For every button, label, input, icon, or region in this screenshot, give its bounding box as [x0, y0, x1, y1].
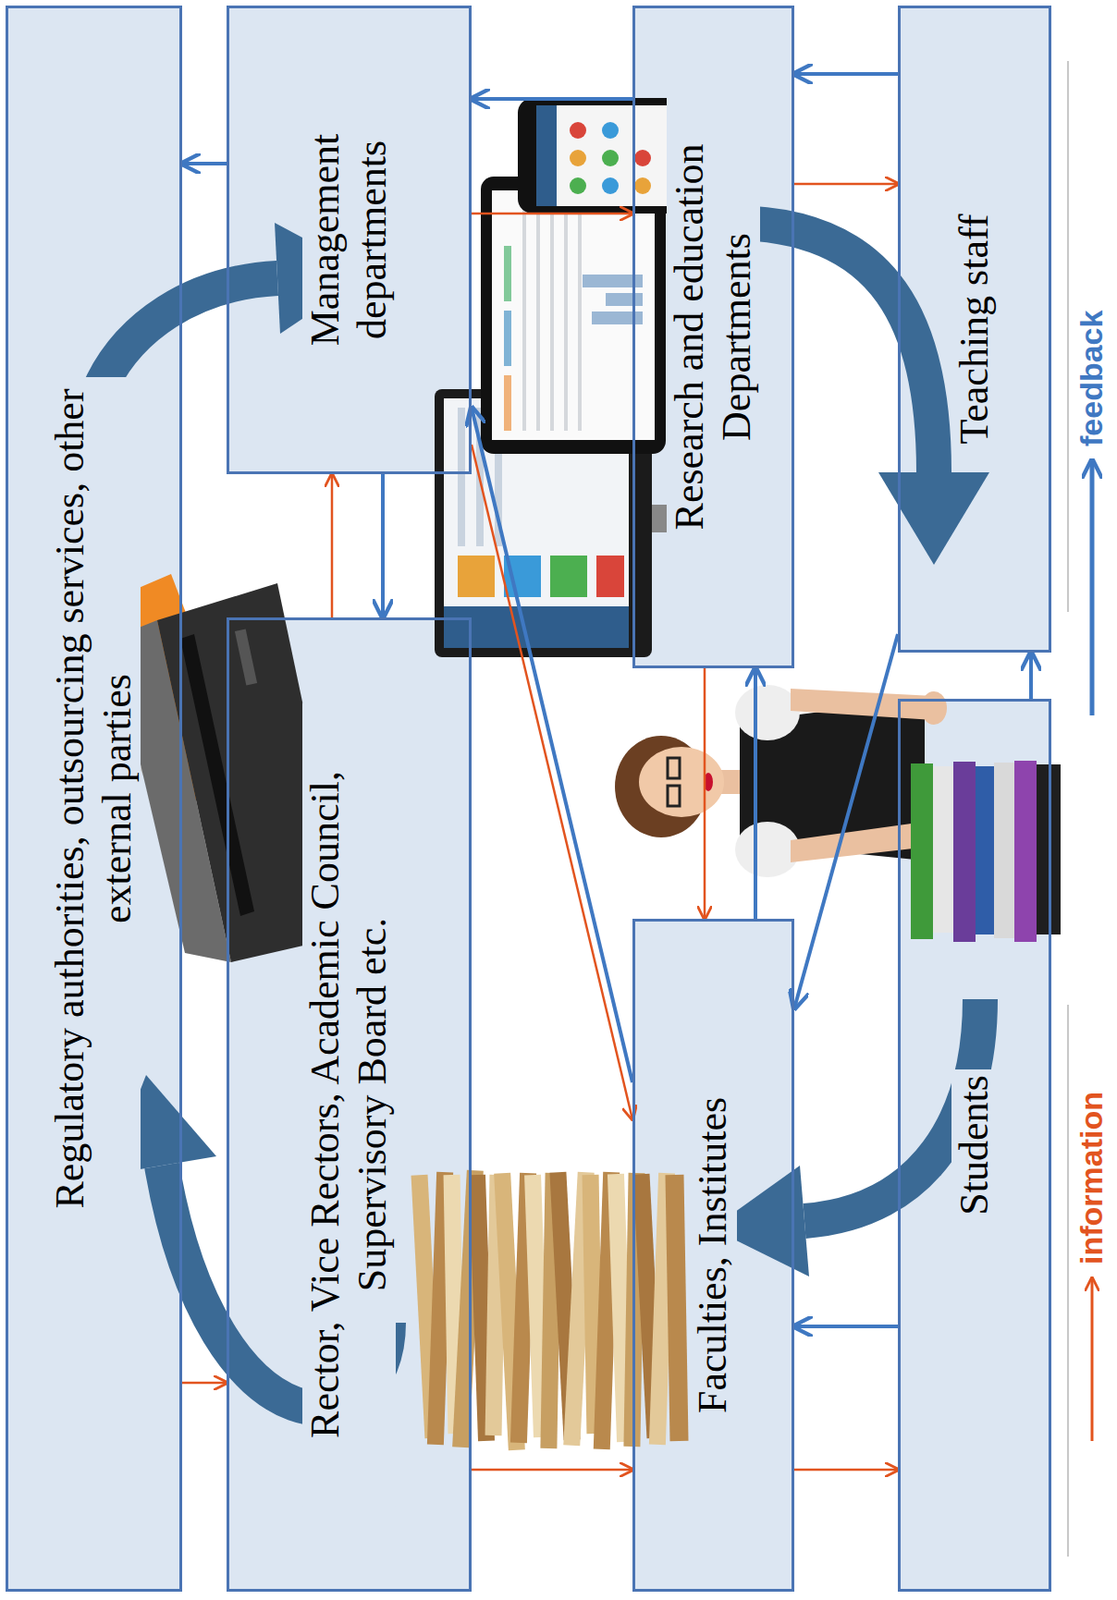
- external-band: Regulatory authorities, outsourcing serv…: [5, 5, 183, 1593]
- woman-picture: [975, 766, 995, 935]
- devices-picture: [596, 555, 625, 598]
- people-box: Students: [897, 699, 1052, 1593]
- feedback-arrow: [380, 474, 385, 618]
- box-label: Teaching staff: [951, 208, 999, 451]
- legend-label: feedback: [1074, 307, 1109, 450]
- department-box: Research and education Departments: [632, 5, 795, 669]
- woman-picture: [932, 766, 954, 933]
- legend-item: feedback: [1074, 307, 1109, 718]
- feedback-arrow: [471, 407, 633, 1083]
- devices-picture: [569, 122, 587, 139]
- woman-picture: [638, 747, 725, 818]
- feedback-arrow: [182, 161, 227, 166]
- devices-picture: [536, 105, 557, 207]
- box-label: Regulatory authorities, outsourcing serv…: [47, 377, 141, 1221]
- devices-picture: [569, 149, 587, 167]
- legend-arrow: [1078, 1276, 1106, 1444]
- woman-picture: [1014, 761, 1037, 943]
- woman-picture: [790, 688, 934, 721]
- legend-separator: [1067, 1005, 1069, 1558]
- devices-picture: [601, 149, 619, 167]
- devices-picture: [550, 199, 554, 431]
- box-label: Students: [951, 1069, 999, 1222]
- devices-picture: [569, 177, 587, 195]
- woman-picture: [735, 822, 800, 878]
- information-arrow: [182, 1382, 227, 1386]
- woman-picture: [614, 685, 1061, 943]
- devices-picture: [480, 176, 666, 455]
- woman-picture: [667, 758, 680, 779]
- printer-picture: [234, 628, 258, 686]
- devices-picture: [457, 407, 466, 547]
- box-label: Research and education Departments: [666, 91, 761, 584]
- devices-picture: [443, 606, 629, 649]
- legend-item: information: [1074, 1089, 1109, 1444]
- devices-picture: [491, 190, 655, 441]
- paper-stack: [664, 1175, 688, 1442]
- devices-picture: [577, 199, 582, 431]
- legend-arrow-line: [1089, 460, 1094, 716]
- feedback-arrow: [753, 668, 758, 920]
- box-label: Faculties, Institutes: [689, 1092, 737, 1420]
- box-label: Management departments: [302, 59, 396, 422]
- woman-picture: [667, 785, 680, 807]
- cycle-arrows: [87, 222, 990, 1410]
- box-label: Rector, Vice Rectors, Academic Council, …: [302, 701, 396, 1509]
- devices-picture: [605, 293, 643, 307]
- legend-label: information: [1074, 1089, 1109, 1268]
- devices-picture: [601, 177, 619, 195]
- devices-picture: [457, 555, 495, 598]
- feedback-arrow: [794, 634, 898, 1009]
- feedback-arrow: [1029, 652, 1033, 700]
- feedback-arrow: [471, 97, 633, 101]
- woman-picture: [1036, 764, 1061, 935]
- devices-picture: [536, 199, 541, 431]
- information-arrow: [471, 1469, 633, 1473]
- people-box: Teaching staff: [897, 5, 1052, 653]
- department-box: Management departments: [226, 5, 472, 475]
- information-arrow: [331, 474, 334, 618]
- printer-picture: [180, 634, 255, 917]
- information-arrow: [471, 212, 633, 216]
- feedback-arrow: [794, 1325, 898, 1329]
- woman-picture: [790, 822, 930, 863]
- devices-picture: [601, 122, 619, 139]
- woman-picture: [920, 691, 947, 725]
- devices-picture: [522, 199, 527, 431]
- paper-stack: [411, 1170, 689, 1452]
- information-arrow: [703, 668, 707, 920]
- legend-arrow: [1078, 458, 1106, 718]
- devices-picture: [503, 310, 512, 367]
- cycle-arrows: [878, 472, 990, 565]
- devices-picture: [634, 149, 651, 167]
- woman-picture: [910, 763, 933, 940]
- cycle-arrows: [730, 222, 934, 473]
- information-arrow: [794, 183, 898, 186]
- legend-separator: [1067, 61, 1069, 1558]
- devices-picture: [634, 177, 651, 195]
- faculty-box: Faculties, Institutes: [632, 919, 795, 1593]
- information-arrow: [794, 1469, 898, 1473]
- feedback-arrow: [794, 72, 898, 76]
- devices-picture: [564, 199, 568, 431]
- devices-picture: [550, 555, 588, 598]
- information-arrow: [471, 444, 633, 1120]
- management-box: Rector, Vice Rectors, Academic Council, …: [226, 617, 472, 1593]
- legend-separator: [1067, 61, 1069, 613]
- woman-picture: [735, 685, 800, 741]
- devices-picture: [503, 245, 512, 302]
- legend-arrow-line: [1090, 1278, 1093, 1442]
- woman-picture: [994, 762, 1015, 939]
- devices-picture: [503, 375, 512, 431]
- woman-picture: [953, 761, 976, 943]
